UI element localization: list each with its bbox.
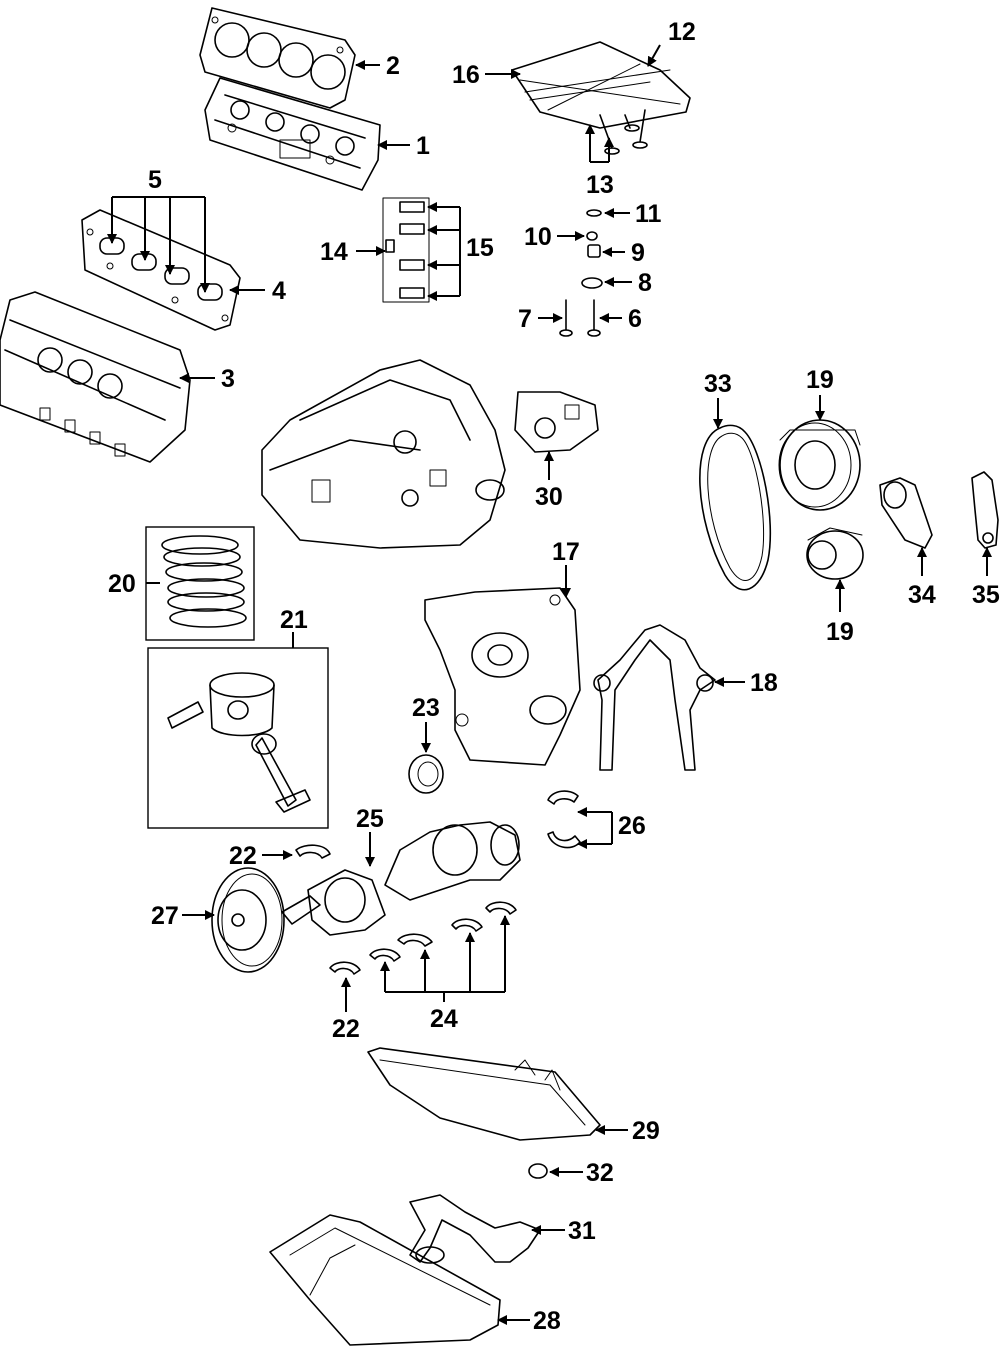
callout-15: 15 (466, 234, 494, 262)
callout-16: 16 (452, 61, 480, 89)
callout-34: 34 (908, 581, 936, 609)
cylinder-head-gasket (199, 7, 356, 109)
timing-chain (699, 424, 772, 591)
oil-pump (514, 391, 599, 453)
chain-tensioner (879, 477, 933, 549)
callout-11: 11 (635, 200, 662, 228)
callout-23: 23 (412, 694, 440, 722)
timing-cover-gasket (593, 624, 716, 771)
cylinder-head (204, 77, 381, 191)
callout-21: 21 (280, 606, 308, 634)
callout-35: 35 (972, 581, 1000, 609)
callout-22-upper: 22 (229, 842, 257, 870)
leader-lines (107, 44, 992, 1325)
callout-5: 5 (148, 166, 162, 194)
piston-rings (161, 535, 247, 628)
callout-31: 31 (568, 1217, 596, 1245)
piston-and-connecting-rod (167, 672, 311, 813)
vibration-damper (211, 867, 285, 973)
chain-guide (971, 471, 999, 549)
callout-19-lower: 19 (826, 618, 854, 646)
engine-block (261, 359, 506, 549)
callout-30: 30 (535, 483, 563, 511)
callout-1: 1 (416, 132, 430, 160)
callout-8: 8 (638, 269, 652, 297)
oil-pan (269, 1214, 501, 1346)
callout-14: 14 (320, 238, 348, 266)
valve-cover (0, 291, 191, 463)
callout-2: 2 (386, 52, 400, 80)
crankshaft-sprocket (806, 527, 864, 580)
callout-19-upper: 19 (806, 366, 834, 394)
callout-9: 9 (631, 239, 645, 267)
callout-33: 33 (704, 370, 732, 398)
callout-22-lower: 22 (332, 1015, 360, 1043)
callout-3: 3 (221, 365, 235, 393)
crankshaft-front-seal (408, 754, 444, 794)
thrust-washers (547, 790, 581, 849)
callout-17: 17 (552, 538, 580, 566)
valve-components (559, 209, 603, 337)
hydraulic-lifters (382, 197, 430, 303)
upper-oil-pan (367, 1047, 601, 1141)
callout-27: 27 (151, 902, 179, 930)
crankshaft (281, 821, 521, 936)
rocker-arm-shaft-assembly (511, 41, 691, 155)
callout-7: 7 (518, 305, 532, 333)
callout-12: 12 (668, 18, 696, 46)
piston-rod-box (147, 647, 329, 829)
valve-cover-gasket (81, 209, 241, 331)
oil-pickup-tube (409, 1194, 541, 1264)
callout-20: 20 (108, 570, 136, 598)
callout-29: 29 (632, 1117, 660, 1145)
camshaft-sprocket (778, 419, 861, 511)
callout-24: 24 (430, 1005, 458, 1033)
callout-6: 6 (628, 305, 642, 333)
callout-4: 4 (272, 277, 286, 305)
main-bearings (369, 901, 517, 962)
callout-10: 10 (524, 223, 552, 251)
callout-13: 13 (586, 171, 614, 199)
callout-25: 25 (356, 805, 384, 833)
rod-bearing-upper (295, 844, 331, 859)
timing-cover (424, 587, 581, 766)
callout-28: 28 (533, 1307, 561, 1335)
rod-bearing-lower (329, 961, 361, 975)
callout-26: 26 (618, 812, 646, 840)
callout-numbers: 2 1 3 4 5 12 16 13 11 10 9 8 7 6 14 15 3… (108, 18, 1000, 1335)
callout-18: 18 (750, 669, 778, 697)
callout-32: 32 (586, 1159, 614, 1187)
oil-pickup-o-ring (528, 1163, 548, 1179)
